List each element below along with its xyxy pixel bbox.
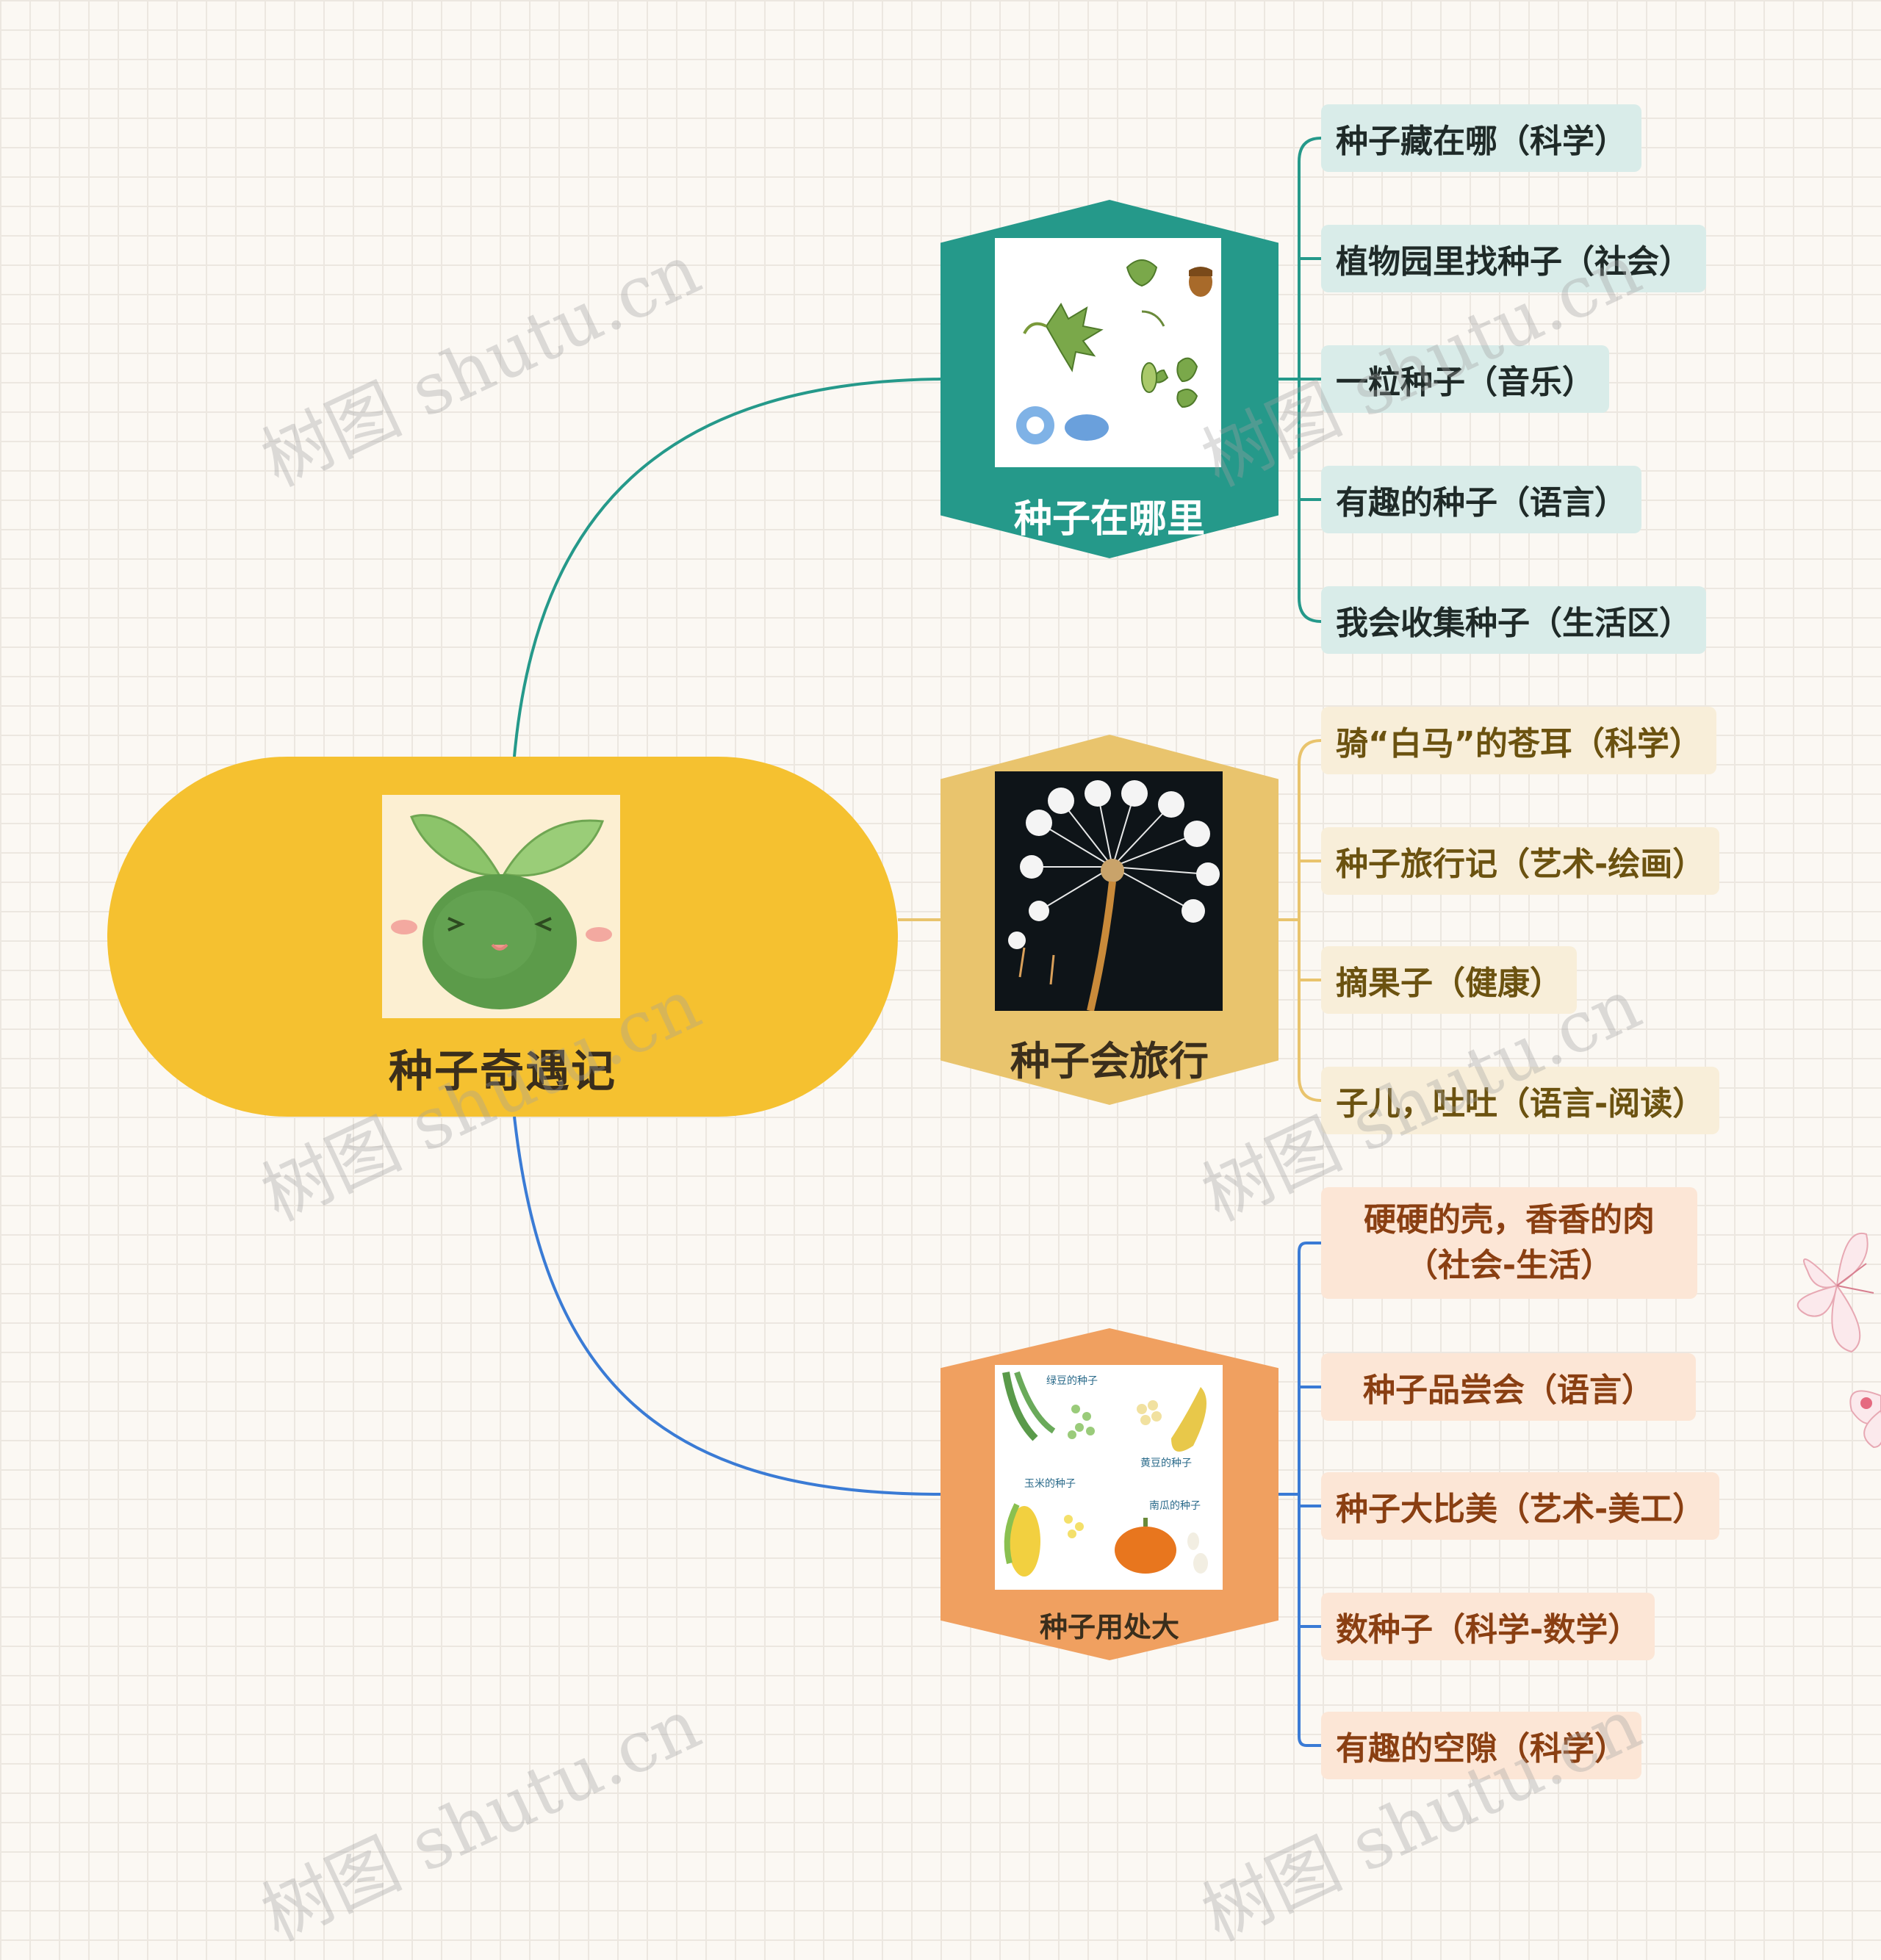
leaf-node[interactable]: 数种子（科学-数学）: [1321, 1593, 1655, 1660]
leaf-node[interactable]: 种子藏在哪（科学）: [1321, 104, 1641, 172]
leaves-and-seeds-image: [995, 238, 1221, 467]
soybean-label: 黄豆的种子: [1140, 1457, 1192, 1469]
dandelion-image: [995, 771, 1223, 1011]
lily-flower-icon: [1749, 1219, 1881, 1455]
leaf-node[interactable]: 骑“白马”的苍耳（科学）: [1321, 707, 1716, 774]
leaves-and-seeds-illustration: [995, 238, 1221, 467]
leaf-node[interactable]: 种子大比美（艺术-美工）: [1321, 1472, 1719, 1540]
branch-node-seed-uses[interactable]: 绿豆的种子 黄豆的种子 玉米的种子 南瓜的种子 种子用处: [940, 1328, 1278, 1660]
corn-label: 玉米的种子: [1024, 1478, 1076, 1490]
dandelion-photo: [995, 771, 1223, 1011]
mung-bean-label: 绿豆的种子: [1046, 1375, 1098, 1387]
leaf-node[interactable]: 种子旅行记（艺术-绘画）: [1321, 827, 1719, 895]
leaf-line: 硬硬的壳，香香的肉: [1364, 1197, 1655, 1243]
branch-node-seed-travel[interactable]: 种子会旅行: [940, 735, 1278, 1105]
edge-root-branch1: [514, 379, 940, 757]
smiling-seed-sprout-icon: [382, 795, 620, 1018]
leaf-line: （社会-生活）: [1406, 1243, 1613, 1289]
leaf-node-two-line[interactable]: 硬硬的壳，香香的肉 （社会-生活）: [1321, 1187, 1697, 1299]
seed-sprout-image: [382, 795, 620, 1018]
seed-types-illustration: 绿豆的种子 黄豆的种子 玉米的种子 南瓜的种子: [995, 1365, 1223, 1590]
edge-root-branch3: [514, 1117, 940, 1494]
leaf-node[interactable]: 种子品尝会（语言）: [1321, 1353, 1696, 1421]
seed-types-image: 绿豆的种子 黄豆的种子 玉米的种子 南瓜的种子: [995, 1365, 1223, 1590]
leaf-node[interactable]: 有趣的种子（语言）: [1321, 466, 1641, 533]
pumpkin-label: 南瓜的种子: [1149, 1500, 1201, 1512]
leaf-node[interactable]: 我会收集种子（生活区）: [1321, 586, 1706, 654]
